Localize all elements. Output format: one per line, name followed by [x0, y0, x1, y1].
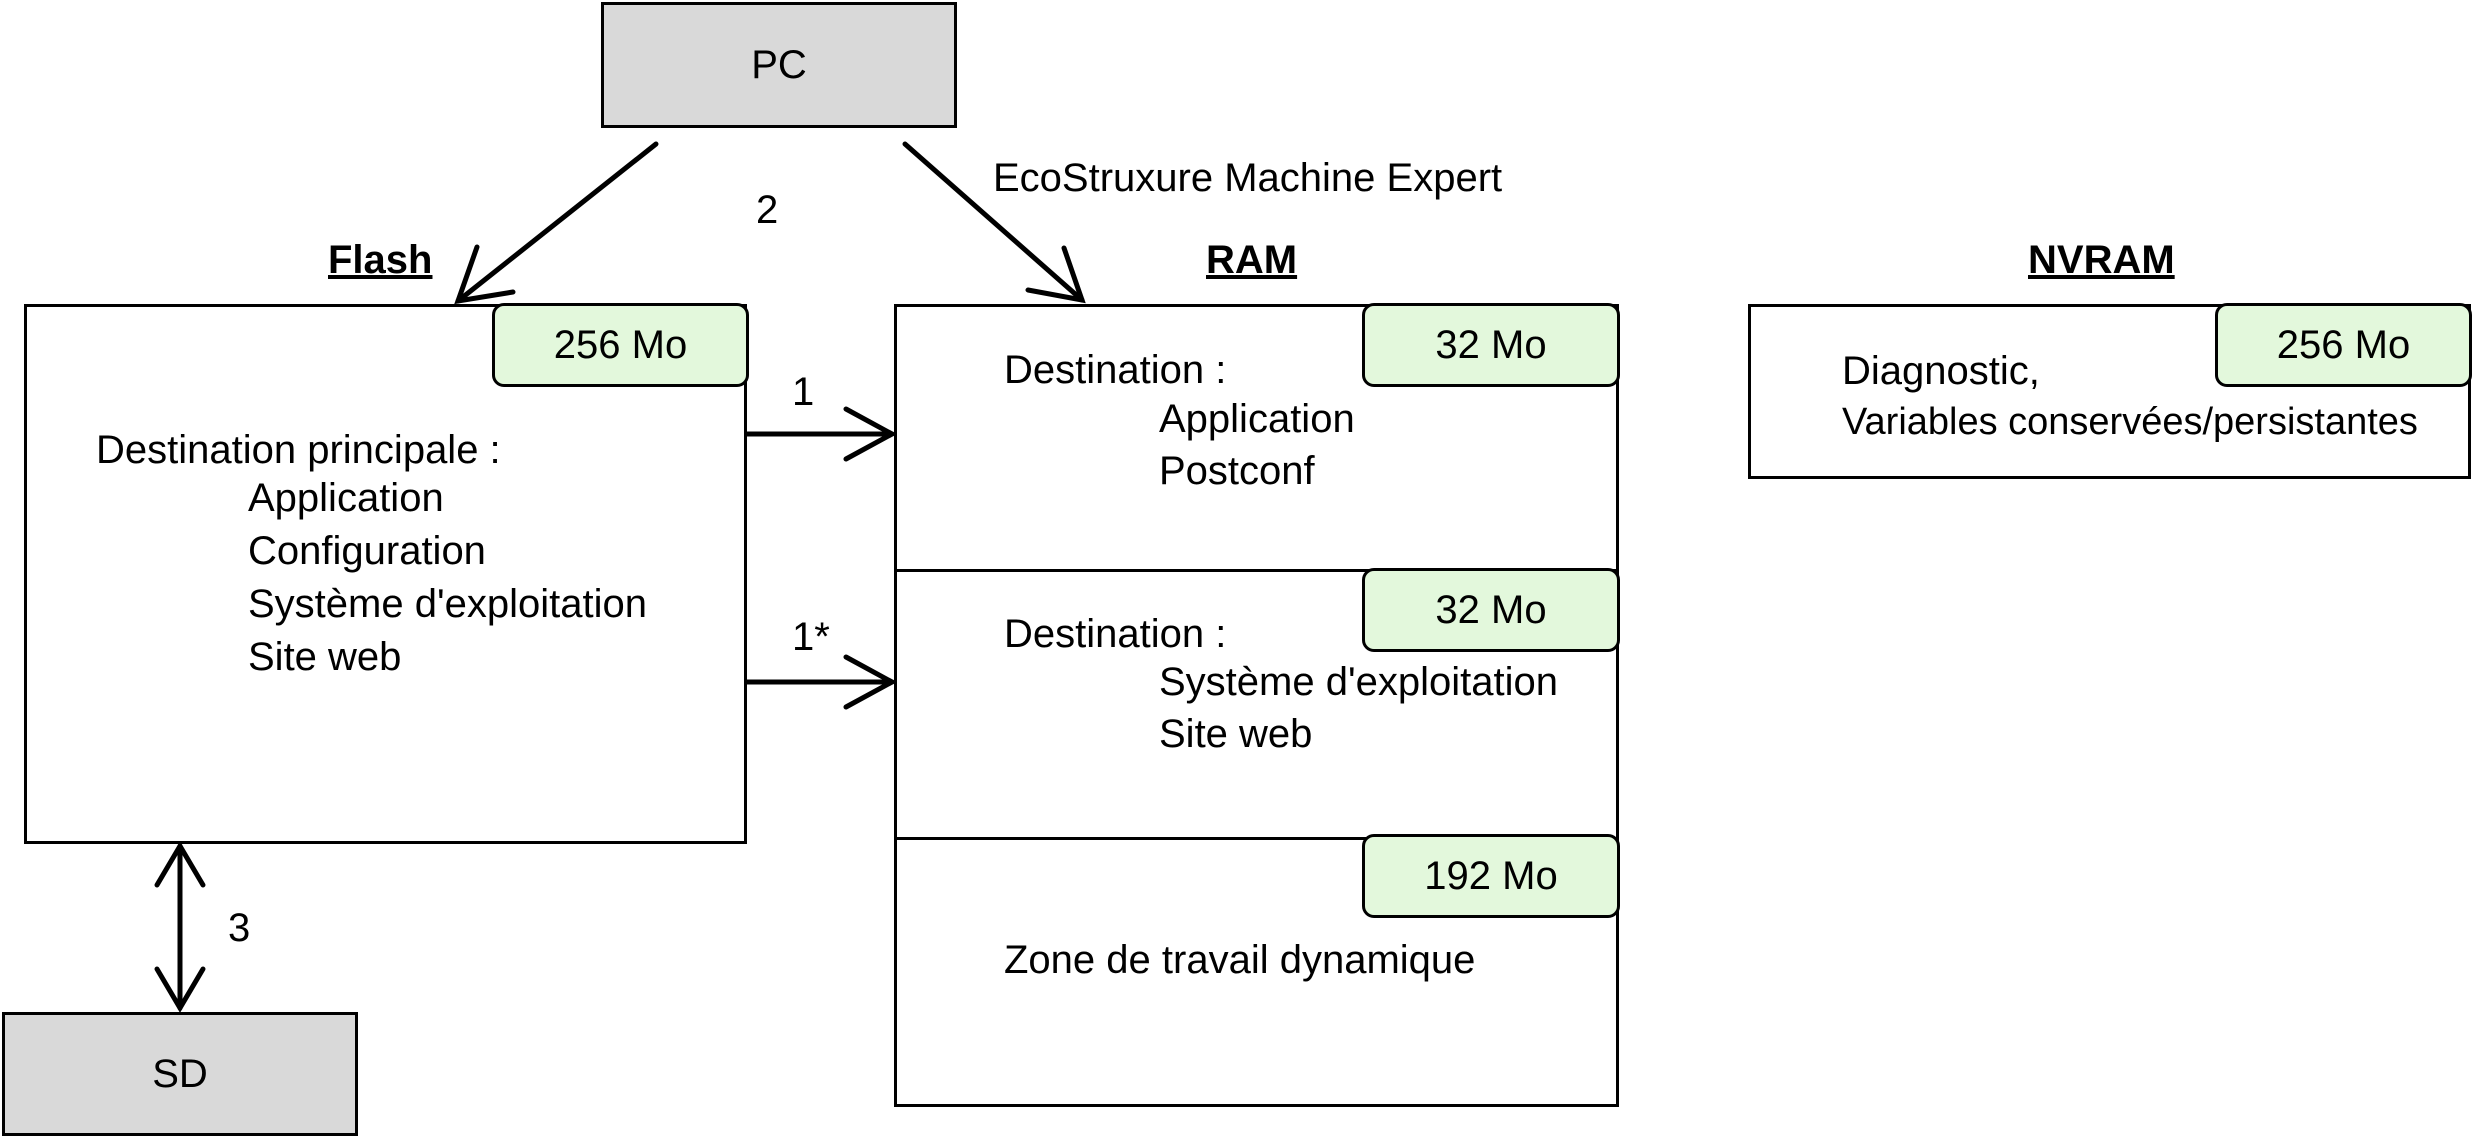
arrow-pc-to-ram [902, 141, 1086, 304]
sd-box: SD [2, 1012, 358, 1136]
arrow-2-label: 2 [756, 188, 779, 232]
pc-label: PC [751, 42, 807, 87]
ram-section-2-size: 32 Mo [1435, 587, 1547, 632]
ram-title: RAM [1206, 238, 1298, 282]
ram-section-1-item-postconf: Postconf [1159, 449, 1315, 493]
nvram-size-badge: 256 Mo [2215, 303, 2472, 387]
flash-size-badge: 256 Mo [492, 303, 749, 387]
nvram-title: NVRAM [2028, 238, 2175, 282]
arrow-flash-sd-bidirectional [154, 841, 206, 1013]
flash-item-configuration: Configuration [248, 529, 486, 573]
ram-section-2-size-badge: 32 Mo [1362, 568, 1620, 652]
ram-section-1-item-application: Application [1159, 397, 1355, 441]
arrow-3-label: 3 [228, 906, 251, 950]
flash-title: Flash [328, 238, 433, 282]
flash-size: 256 Mo [553, 322, 688, 367]
flash-item-website: Site web [248, 635, 402, 679]
flash-item-application: Application [248, 476, 444, 520]
flash-item-os: Système d'exploitation [248, 582, 647, 626]
ram-box [894, 304, 1619, 1107]
ram-section-2-item-os: Système d'exploitation [1159, 660, 1558, 704]
flash-heading: Destination principale : [96, 428, 501, 472]
ram-section-1-size-badge: 32 Mo [1362, 303, 1620, 387]
ram-section-1-heading: Destination : [1004, 348, 1227, 392]
ram-divider-2 [894, 837, 1619, 840]
arrow-1-label: 1 [792, 370, 815, 414]
ram-section-1-size: 32 Mo [1435, 322, 1547, 367]
ram-section-3-size-badge: 192 Mo [1362, 834, 1620, 918]
ram-section-3-heading: Zone de travail dynamique [1004, 938, 1476, 982]
ram-divider-1 [894, 569, 1619, 572]
nvram-line-diagnostic: Diagnostic, [1842, 349, 2040, 393]
flash-box [24, 304, 747, 844]
arrow-pc-to-flash [454, 141, 659, 305]
pc-box: PC [601, 2, 957, 128]
arrow-1-star-label: 1* [792, 615, 830, 659]
software-label: EcoStruxure Machine Expert [993, 156, 1503, 200]
nvram-line-variables: Variables conservées/persistantes [1842, 401, 2418, 443]
nvram-box [1748, 304, 2471, 479]
ram-section-2-item-website: Site web [1159, 712, 1313, 756]
ram-section-3-size: 192 Mo [1424, 853, 1558, 898]
sd-label: SD [152, 1051, 208, 1096]
ram-section-2-heading: Destination : [1004, 612, 1227, 656]
nvram-size: 256 Mo [2276, 322, 2411, 367]
